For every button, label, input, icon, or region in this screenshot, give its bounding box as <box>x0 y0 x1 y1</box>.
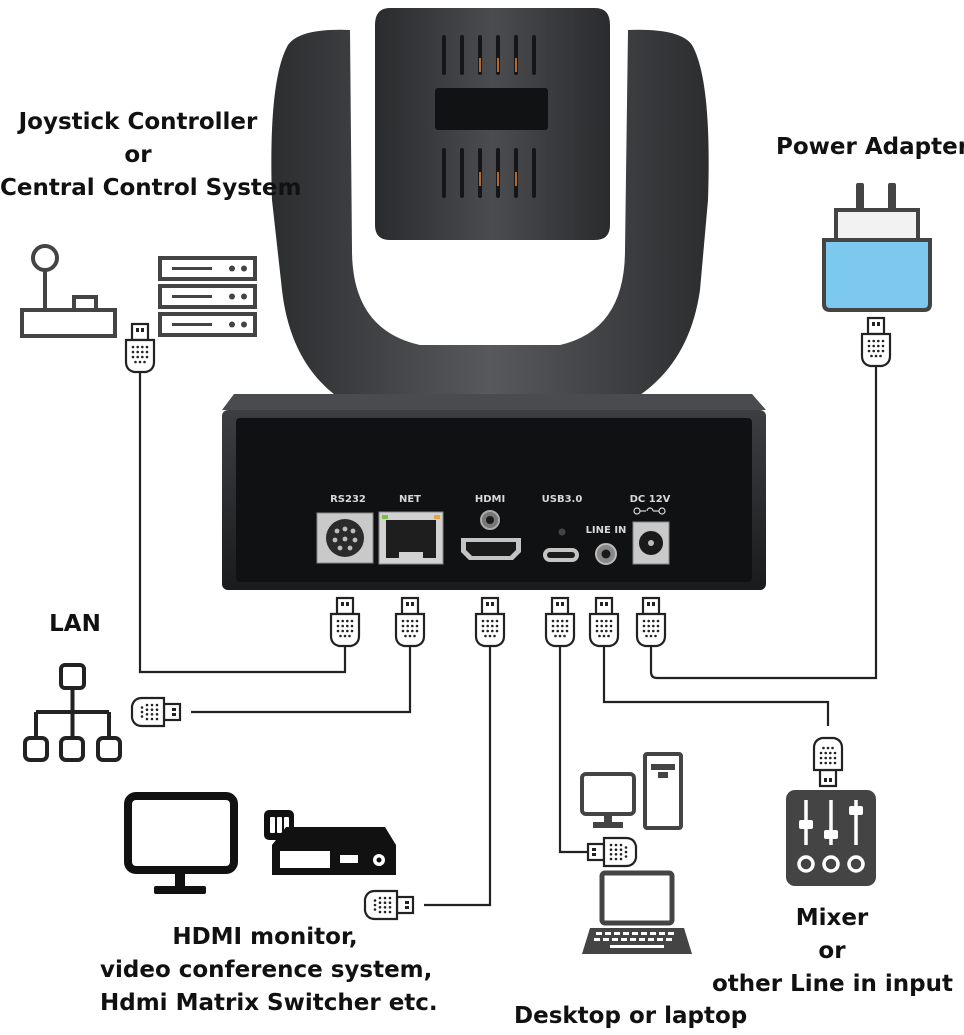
joystick-label-line3: Central Control System <box>0 175 302 201</box>
network-icon <box>23 663 122 762</box>
plug-usb <box>544 596 576 648</box>
hdmi-port <box>461 510 521 560</box>
joystick-label-line1: Joystick Controller <box>18 109 258 135</box>
plug-linein <box>588 596 620 648</box>
hdmi-label: HDMI monitor, video conference system, H… <box>100 921 438 1020</box>
plug-mixer <box>812 736 844 788</box>
plug-hdmi <box>474 596 506 648</box>
joystick-label-line2: or <box>124 142 152 168</box>
mixer-icon <box>786 790 876 886</box>
mixer-label-line2: or <box>818 938 846 964</box>
joystick-label: Joystick Controller or Central Control S… <box>0 106 302 205</box>
plug-power <box>860 316 892 368</box>
mixer-label: Mixer or other Line in input <box>712 902 953 1001</box>
port-label-dc: DC 12V <box>630 494 671 505</box>
camera-window <box>435 88 548 130</box>
port-label-hdmi: HDMI <box>475 494 505 505</box>
usb-port <box>543 528 579 562</box>
plug-desktop <box>586 836 638 868</box>
plug-monitor <box>363 889 415 921</box>
mixer-label-line1: Mixer <box>795 905 869 931</box>
net-port <box>378 511 444 565</box>
plug-lan <box>130 696 182 728</box>
laptop-icon <box>582 870 692 954</box>
port-label-usb: USB3.0 <box>542 494 583 505</box>
lan-label: LAN <box>49 611 101 637</box>
plug-net <box>394 596 426 648</box>
ptz-camera: RS232 NET HDMI USB3.0 DC 12V LINE IN <box>222 8 766 590</box>
matrix-switcher-icon <box>264 810 396 875</box>
monitor-icon <box>124 792 238 894</box>
plug-joystick <box>124 322 156 374</box>
port-label-rs232: RS232 <box>330 494 366 505</box>
power-label: Power Adapter <box>776 134 964 160</box>
hdmi-label-line2: video conference system, <box>100 957 433 983</box>
port-label-net: NET <box>399 494 421 505</box>
port-label-linein: LINE IN <box>586 525 627 536</box>
server-rack-icon <box>158 256 257 337</box>
desktop-label: Desktop or laptop <box>514 1003 748 1029</box>
hdmi-label-line3: Hdmi Matrix Switcher etc. <box>100 990 438 1016</box>
mixer-label-line3: other Line in input <box>712 971 953 997</box>
dc-port <box>632 521 670 565</box>
plug-rs232 <box>329 596 361 648</box>
plug-dc <box>635 596 667 648</box>
hdmi-label-line1: HDMI monitor, <box>172 924 358 950</box>
rs232-port <box>316 512 374 564</box>
power-adapter-icon <box>822 183 932 312</box>
joystick-icon <box>20 244 117 338</box>
linein-port <box>595 543 617 565</box>
desktop-icon <box>580 752 683 830</box>
cables <box>138 360 878 907</box>
